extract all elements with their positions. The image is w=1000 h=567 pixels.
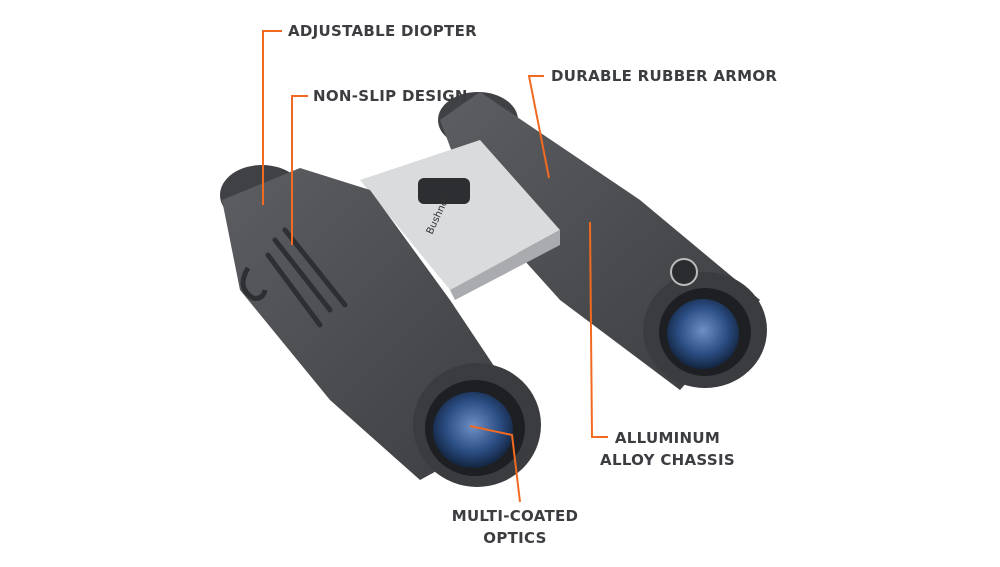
callout-aluminum-line2: ALLOY CHASSIS: [600, 451, 735, 469]
aluminum-bridge: Bushnell: [360, 140, 560, 300]
left-objective-lens: [433, 392, 513, 468]
right-barrel: [438, 92, 767, 390]
callout-optics-line2: OPTICS: [483, 529, 547, 547]
leader-lines: [262, 30, 608, 503]
right-objective-lens: [667, 299, 739, 369]
focus-wheel: [418, 178, 470, 204]
callout-aluminum-line1: ALLUMINUM: [614, 429, 721, 447]
callout-adjustable-diopter: ADJUSTABLE DIOPTER: [288, 22, 477, 40]
callout-aluminum-chassis: ALLUMINUM ALLOY CHASSIS: [600, 427, 735, 471]
brand-logo-icon: [670, 258, 698, 286]
callout-durable-rubber-armor: DURABLE RUBBER ARMOR: [551, 67, 778, 85]
callout-multi-coated-optics: MULTI-COATED OPTICS: [450, 505, 580, 549]
callout-non-slip-design: NON-SLIP DESIGN: [313, 87, 468, 105]
callout-optics-line1: MULTI-COATED: [451, 507, 579, 525]
